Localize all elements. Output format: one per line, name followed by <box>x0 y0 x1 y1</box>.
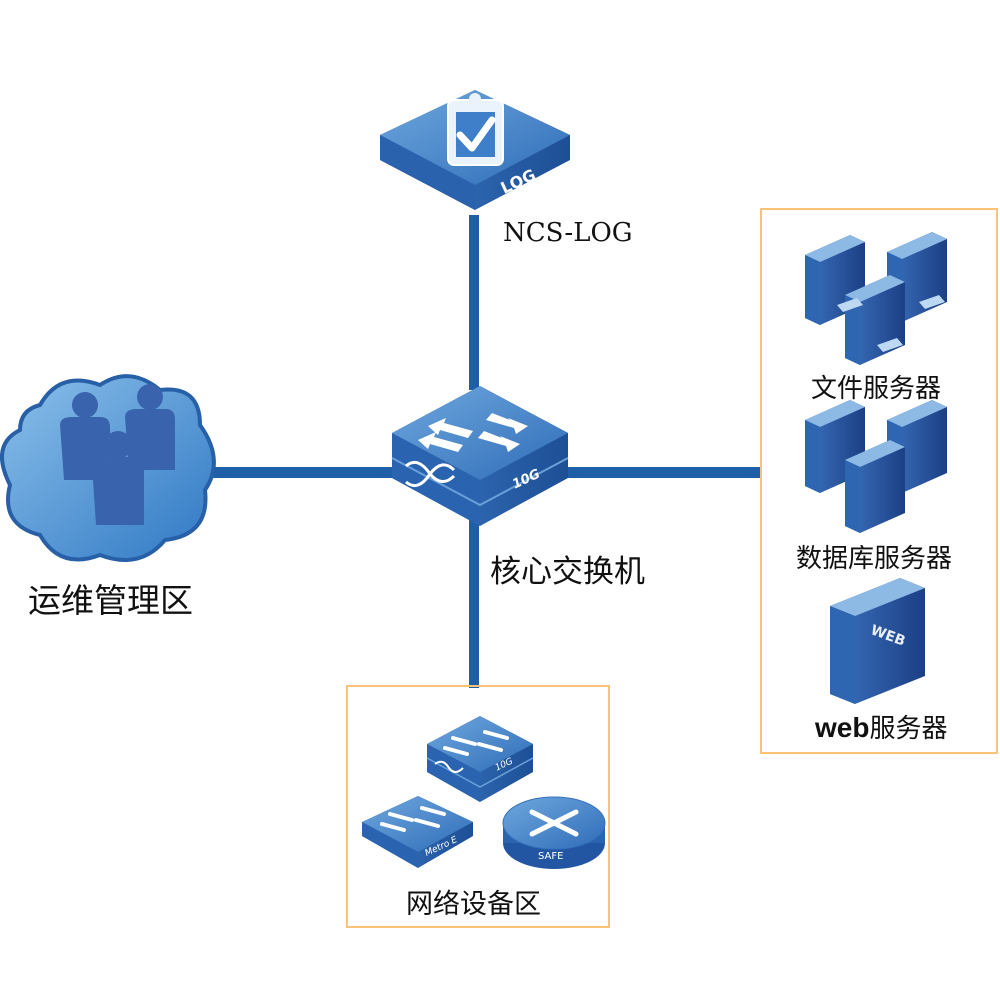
web-server-node[interactable]: WEB <box>830 576 930 706</box>
log-clipboard-icon <box>380 90 570 210</box>
file-server-label: 文件服务器 <box>811 374 942 404</box>
log-node[interactable]: LOG <box>370 80 580 220</box>
core-switch-node[interactable]: 10G <box>388 378 570 528</box>
ops-label: 运维管理区 <box>28 581 193 620</box>
link-log-core <box>469 215 479 390</box>
web-server-label-rest: 服务器 <box>869 714 948 744</box>
network-metro-switch[interactable]: Metro E <box>360 792 475 872</box>
log-label: NCS-LOG <box>503 218 633 248</box>
link-core-servers <box>560 467 762 478</box>
server-zone-box <box>760 208 998 754</box>
web-server-label: web服务器 <box>815 708 947 745</box>
switch-icon <box>426 716 534 802</box>
link-ops-core <box>205 467 395 478</box>
router-icon <box>502 796 606 869</box>
network-safe-router[interactable]: SAFE <box>502 788 607 873</box>
web-server-label-bold: web <box>815 712 870 743</box>
network-zone-label: 网络设备区 <box>406 889 541 920</box>
safe-badge: SAFE <box>538 851 564 862</box>
ops-users-cloud-icon <box>0 374 216 562</box>
file-server-group[interactable] <box>805 230 955 365</box>
web-server-icon <box>830 578 925 704</box>
metro-switch-icon <box>362 796 473 868</box>
database-server-group[interactable] <box>805 398 955 533</box>
database-server-label: 数据库服务器 <box>796 544 953 574</box>
core-label: 核心交换机 <box>490 554 645 590</box>
link-core-network-zone <box>469 520 479 688</box>
network-zone-box <box>346 685 610 928</box>
core-switch-icon <box>391 386 569 526</box>
network-switch-10g[interactable]: 10G <box>425 710 535 805</box>
file-server-icon <box>805 232 947 365</box>
database-server-icon <box>805 400 947 533</box>
ops-node[interactable] <box>0 365 220 570</box>
